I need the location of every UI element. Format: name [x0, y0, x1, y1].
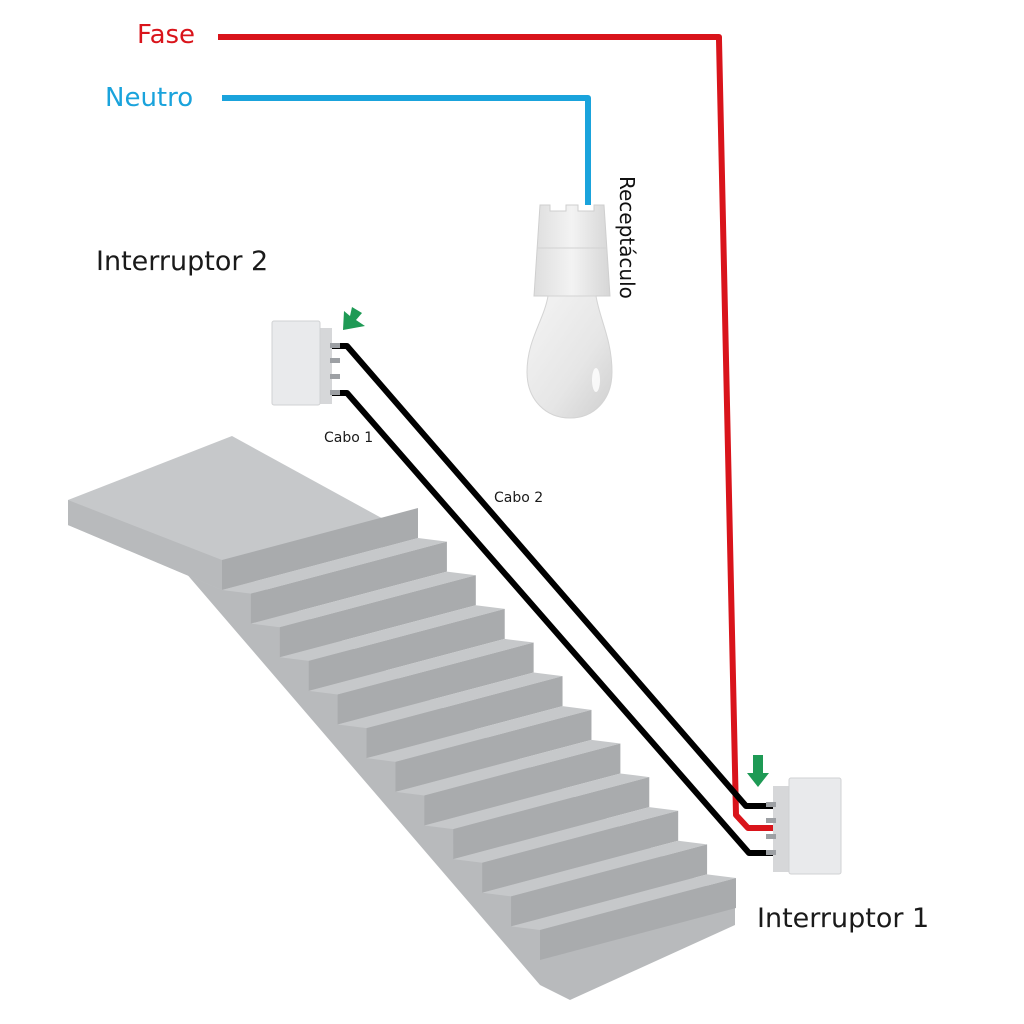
- stair-riser: [366, 676, 563, 759]
- switch-1-face: [788, 777, 842, 875]
- stair-tread: [308, 638, 534, 695]
- stair-riser: [308, 608, 505, 691]
- neutro-label: Neutro: [105, 83, 194, 113]
- bulb: [526, 295, 613, 419]
- switch-2-face: [271, 320, 321, 406]
- neutro-wire: [222, 95, 591, 205]
- stair-riser: [222, 508, 418, 590]
- socket: [533, 204, 611, 297]
- stair-riser: [511, 844, 708, 927]
- interruptor-2-label: Interruptor 2: [96, 246, 269, 277]
- stair-riser: [395, 709, 592, 792]
- interruptor-1-label: Interruptor 1: [757, 903, 930, 934]
- fase-wire: [218, 34, 775, 831]
- switch-2-body: [318, 328, 332, 404]
- switch-2-terminals: [330, 343, 340, 395]
- switch-1: [766, 777, 842, 875]
- common-terminal-arrow-icon: [343, 307, 365, 330]
- cabo-1-label: Cabo 1: [324, 430, 374, 446]
- stair-tread: [279, 605, 505, 661]
- stair-tread: [511, 874, 736, 930]
- stair-landing-edge: [68, 500, 222, 590]
- stair-tread: [453, 807, 679, 863]
- stair-riser: [250, 541, 447, 624]
- stair-riser: [482, 810, 679, 893]
- receptaculo-label: Receptáculo: [615, 176, 639, 299]
- switch-1-body: [773, 786, 789, 872]
- stair-riser: [540, 878, 736, 960]
- switch-2: [271, 320, 340, 406]
- stair-riser: [424, 743, 621, 826]
- stair-tread: [482, 840, 708, 897]
- lamp: [526, 204, 613, 419]
- switch-1-terminals: [766, 802, 776, 855]
- stair-tread: [366, 706, 592, 762]
- stair-riser: [279, 575, 476, 658]
- stair-riser: [337, 642, 534, 725]
- stair-tread: [222, 538, 447, 594]
- staircase: [68, 436, 736, 1000]
- stair-tread: [395, 739, 621, 796]
- cabo-2-label: Cabo 2: [494, 490, 544, 506]
- stair-tread: [337, 672, 563, 729]
- fase-label: Fase: [137, 20, 196, 50]
- stair-tread: [250, 571, 476, 628]
- stair-riser: [453, 777, 650, 860]
- common-terminal-arrow-icon: [747, 755, 769, 787]
- stair-tread: [424, 773, 650, 830]
